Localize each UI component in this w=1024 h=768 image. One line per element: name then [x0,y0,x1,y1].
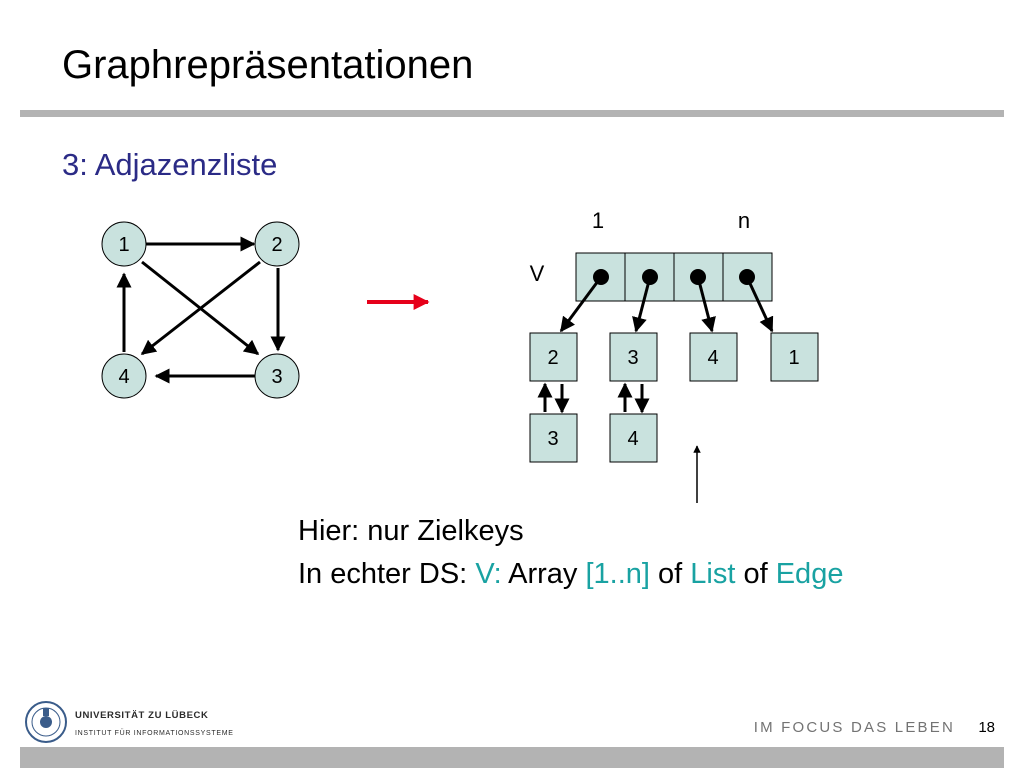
title-rule [20,110,1004,117]
note-line-2: In echter DS: V: Array [1..n] of List of… [298,558,843,590]
page-number: 18 [978,719,995,736]
page-title: Graphrepräsentationen [62,43,473,87]
note-prefix: In echter DS: [298,558,475,590]
footer-slogan: IM FOCUS DAS LEBEN [754,719,955,736]
list-head-3: 4 [689,332,738,382]
university-seal-icon [25,701,67,743]
array-label-v: V [530,261,545,286]
graph-node-label: 4 [118,366,129,388]
note-edge: Edge [776,558,844,590]
note-of: of [735,558,775,590]
list-cell-label: 2 [547,347,558,369]
list-next-2: 4 [609,413,658,463]
note-list: List [690,558,735,590]
graph-edges [116,236,286,384]
list-cell-label: 1 [788,347,799,369]
section-subtitle: 3: Adjazenzliste [62,147,277,182]
pointer-arrow [632,276,652,333]
list-head-2: 3 [609,332,658,382]
list-cell-label: 3 [627,347,638,369]
edge-2-4 [140,260,261,356]
list-next-1: 3 [529,413,578,463]
list-cell-label: 3 [547,428,558,450]
footer-bar [20,747,1004,768]
pointer-arrow [696,276,716,333]
note-range: [1..n] [585,558,650,590]
note-array: Array [502,558,586,590]
list-head-1: 2 [529,332,578,382]
graph-node-1: 1 [101,221,147,267]
list-head-4: 1 [770,332,819,382]
list-links [537,382,650,414]
graph-node-3: 3 [254,353,300,399]
index-last-label: n [738,208,750,233]
index-first-label: 1 [592,208,604,233]
university-name: UNIVERSITÄT ZU LÜBECK [75,710,208,721]
array-pointers [559,276,774,333]
pointer-arrow [745,276,774,333]
graph-node-label: 1 [118,234,129,256]
graph-node-4: 4 [101,353,147,399]
graph-node-label: 3 [271,366,282,388]
array-v [575,252,773,302]
pointer-arrow [559,276,603,333]
note-of: of [650,558,690,590]
note-line-1: Hier: nur Zielkeys [298,515,524,547]
graph-node-2: 2 [254,221,300,267]
list-cell-label: 4 [627,428,638,450]
note-v: V: [475,558,501,590]
list-cell-label: 4 [707,347,718,369]
graph-node-label: 2 [271,234,282,256]
institute-name: INSTITUT FÜR INFORMATIONSSYSTEME [75,729,234,737]
